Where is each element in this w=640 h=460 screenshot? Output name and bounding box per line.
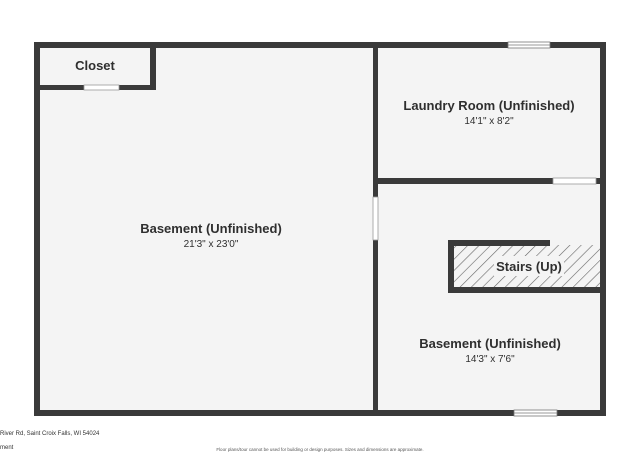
- wall-laundry-bottom: [373, 178, 553, 184]
- wall-divider-lower: [373, 240, 378, 416]
- address-text: River Rd, Saint Croix Falls, WI 54024: [0, 431, 100, 437]
- basement-small-dims: 14'3" x 7'6": [465, 354, 515, 365]
- basement-main-dims: 21'3" x 23'0": [184, 239, 239, 250]
- wall-left: [34, 42, 40, 416]
- openings: [83, 84, 597, 241]
- wall-bottom: [34, 410, 606, 416]
- basement-main-label: Basement (Unfinished): [140, 221, 282, 236]
- walls: [34, 42, 606, 416]
- wall-laundry-bottom-right: [596, 178, 606, 184]
- level-text: ment: [0, 445, 14, 451]
- wall-closet-bottom-left: [34, 85, 84, 90]
- closet-door: [83, 84, 120, 91]
- wall-top: [34, 42, 606, 48]
- stairs-label: Stairs (Up): [496, 259, 562, 274]
- laundry-room-dims: 14'1" x 8'2": [464, 116, 514, 127]
- wall-closet-bottom-right: [119, 85, 156, 90]
- basement-small-label: Basement (Unfinished): [419, 336, 561, 351]
- floor-area: [36, 44, 604, 415]
- closet-label: Closet: [75, 58, 115, 73]
- wall-stairs-bottom: [448, 287, 606, 293]
- wall-stairs-top: [448, 240, 550, 246]
- wall-divider-upper: [373, 42, 378, 197]
- basement-opening: [372, 196, 379, 241]
- laundry-door: [552, 177, 597, 185]
- laundry-room-label: Laundry Room (Unfinished): [403, 98, 574, 113]
- disclaimer-text: Floor plans/tour cannot be used for buil…: [216, 447, 424, 452]
- windows: [507, 41, 558, 417]
- wall-stairs-left: [448, 240, 454, 292]
- stairs-label-bg: [494, 256, 564, 276]
- window-laundry: [507, 41, 551, 49]
- wall-right: [600, 42, 606, 416]
- window-basement-bottom: [513, 409, 558, 417]
- wall-closet-right: [150, 42, 156, 90]
